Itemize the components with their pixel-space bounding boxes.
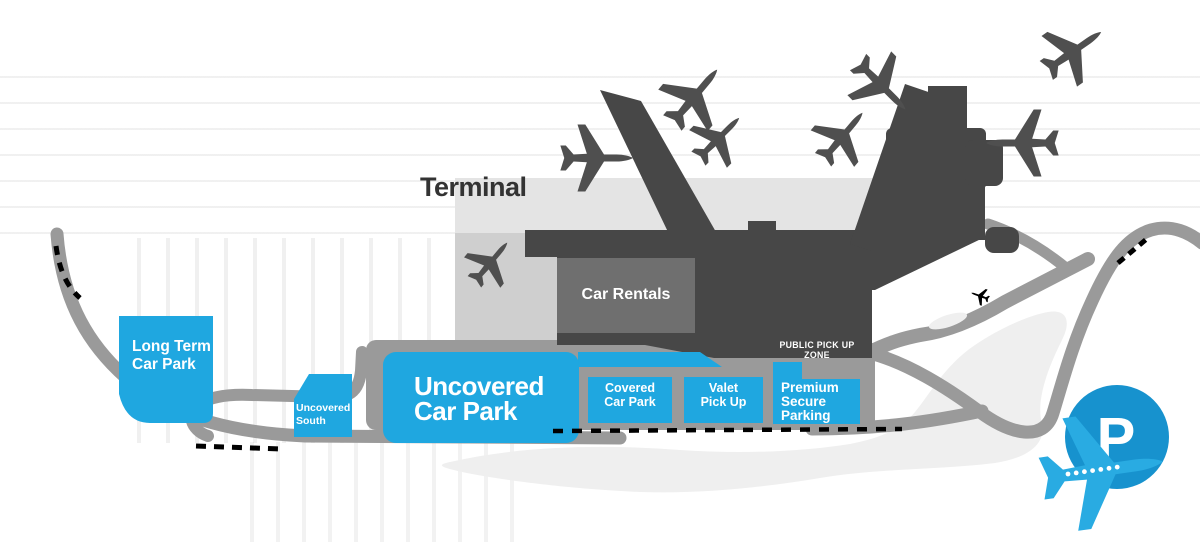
walkway-strip — [578, 352, 722, 367]
terminal-block-b2 — [965, 140, 1003, 186]
road-marking-south-west — [195, 443, 282, 452]
parking-logo[interactable]: P — [1033, 385, 1172, 535]
road-marking-east — [1116, 235, 1151, 265]
grass-area — [441, 311, 1067, 493]
uncovered-car-park-zone[interactable] — [383, 352, 579, 443]
valet-pick-up-zone[interactable] — [684, 377, 763, 423]
long-term-car-park-zone[interactable] — [119, 316, 213, 423]
terminal-block-c2 — [985, 227, 1019, 253]
terminal-notch — [748, 221, 776, 232]
logo-window-dots — [1065, 464, 1120, 477]
terminal-block-b — [886, 128, 986, 190]
covered-car-park-zone[interactable] — [588, 377, 672, 423]
premium-secure-parking-zone[interactable] — [773, 362, 860, 424]
terminal-main-bar — [525, 230, 872, 257]
uncovered-south-zone[interactable] — [294, 374, 352, 437]
road-fork-island — [928, 312, 968, 330]
road-markings — [53, 235, 1151, 452]
terminal-block-taper — [872, 238, 983, 290]
road-marking-south — [552, 426, 903, 434]
terminal-pier-west — [600, 90, 716, 232]
terminal-block-c — [872, 185, 985, 240]
car-rentals-building[interactable] — [557, 258, 695, 333]
airplane-icon — [1028, 6, 1119, 96]
inner-road-east — [863, 252, 1095, 359]
road-marking-west — [53, 245, 82, 300]
airplane-icon — [801, 94, 885, 179]
access-road-east — [859, 221, 1200, 439]
airplane-icon — [679, 98, 759, 178]
